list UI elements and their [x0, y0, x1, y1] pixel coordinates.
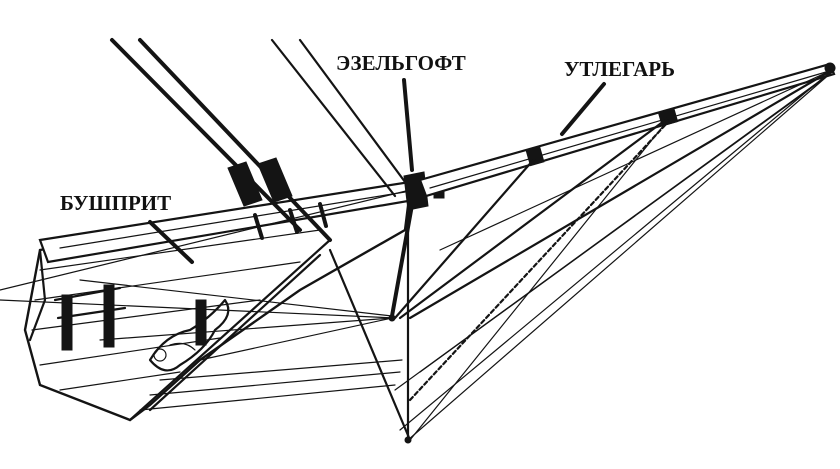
label-bowsprit: БУШПРИТ: [60, 191, 171, 215]
label-jibboom: УТЛЕГАРЬ: [564, 57, 675, 81]
jib-boom-spar: [418, 62, 836, 198]
fore-stays: [110, 38, 410, 242]
label-leaders: [148, 78, 606, 264]
head-rigging: [0, 67, 836, 444]
label-cap: ЭЗЕЛЬГОФТ: [336, 51, 466, 75]
